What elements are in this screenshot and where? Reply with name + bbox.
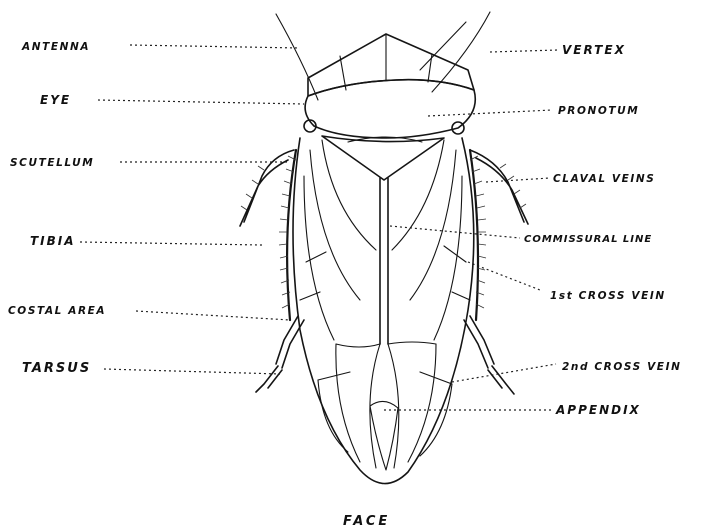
claval-veins-left <box>304 140 376 340</box>
second-cross-veins <box>318 342 452 384</box>
leader-claval-veins <box>486 178 550 182</box>
right-tarsus <box>488 366 514 394</box>
label-first-cross-vein: 1st CROSS VEIN <box>550 290 666 302</box>
right-front-leg-hairs <box>500 164 526 208</box>
label-tarsus: TARSUS <box>22 361 91 376</box>
leader-tarsus <box>104 369 280 374</box>
label-antenna: ANTENNA <box>21 41 90 53</box>
leader-tibia <box>80 242 262 245</box>
leader-second-cross-vein <box>452 364 556 382</box>
commissural-line <box>380 178 388 344</box>
vertex-stroke <box>420 22 466 70</box>
left-costal-margin <box>287 150 296 320</box>
wing-outline <box>293 138 474 484</box>
leader-antenna <box>130 45 300 48</box>
leader-eye <box>98 100 304 104</box>
left-tarsus <box>256 366 282 392</box>
head-vertex <box>308 34 474 96</box>
label-appendix: APPENDIX <box>555 403 641 417</box>
label-scutellum: SCUTELLUM <box>10 157 94 169</box>
label-commissural-line: COMMISSURAL LINE <box>524 234 652 245</box>
label-claval-veins: CLAVAL VEINS <box>553 173 655 185</box>
right-hind-leg-tibia <box>464 316 494 368</box>
first-cross-veins <box>300 246 470 300</box>
insect-illustration <box>240 12 528 484</box>
right-antenna <box>432 12 490 92</box>
scutellum <box>322 136 444 180</box>
label-vertex: VERTEX <box>562 43 626 57</box>
label-pronotum: PRONOTUM <box>558 105 639 117</box>
figure-caption: FACE <box>343 514 390 529</box>
pronotum <box>305 80 475 138</box>
left-antenna <box>276 14 318 100</box>
leader-commissural-line <box>390 226 520 238</box>
leader-vertex <box>490 50 558 52</box>
leader-costal-area <box>136 311 290 320</box>
label-second-cross-vein: 2nd CROSS VEIN <box>562 361 681 373</box>
apical-veins <box>318 344 452 468</box>
leader-pronotum <box>428 110 552 116</box>
leader-lines <box>80 45 558 410</box>
left-front-leg-hairs <box>241 166 264 210</box>
label-costal-area: COSTAL AREA <box>8 305 106 317</box>
right-front-leg <box>470 150 528 224</box>
claval-veins-right <box>392 140 462 340</box>
label-tibia: TIBIA <box>30 234 76 248</box>
label-eye: EYE <box>40 93 71 107</box>
